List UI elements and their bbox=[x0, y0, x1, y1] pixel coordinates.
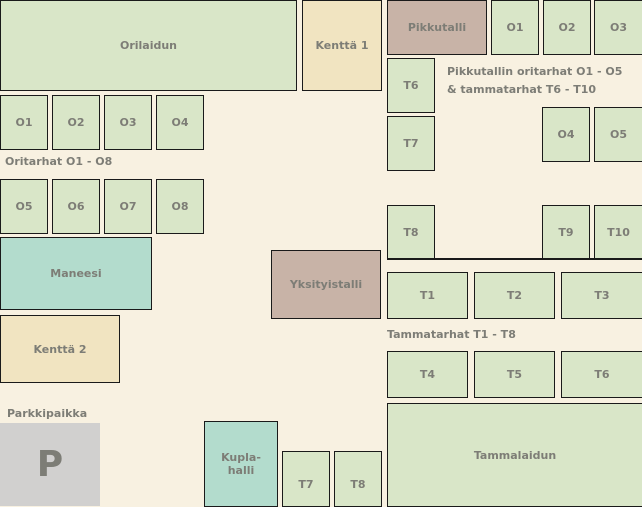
yksityistalli-stable[interactable]: Yksityistalli bbox=[271, 250, 381, 319]
label: Kenttä 1 bbox=[315, 39, 369, 52]
tamma-paddock-t7-bottom[interactable]: T7 bbox=[282, 451, 330, 507]
pikku-paddock-o4[interactable]: O4 bbox=[542, 107, 590, 162]
label: Maneesi bbox=[50, 267, 102, 280]
ori-paddock-o2[interactable]: O2 bbox=[52, 95, 100, 150]
parking-icon: P bbox=[36, 444, 64, 485]
label: Pikkutalli bbox=[407, 21, 467, 34]
pikkutalli-paddocks-label-1: Pikkutallin oritarhat O1 - O5 bbox=[447, 65, 623, 78]
pikku-paddock-o1[interactable]: O1 bbox=[491, 0, 539, 55]
fence-line bbox=[387, 258, 642, 260]
maneesi-hall[interactable]: Maneesi bbox=[0, 237, 152, 310]
label: Orilaidun bbox=[119, 39, 178, 52]
parkkipaikka-label: Parkkipaikka bbox=[7, 407, 88, 420]
tamma-paddock-t8-bottom[interactable]: T8 bbox=[334, 451, 382, 507]
tammatarhat-label: Tammatarhat T1 - T8 bbox=[387, 328, 516, 341]
tamma-paddock-t1[interactable]: T1 bbox=[387, 272, 468, 319]
tamma-paddock-t6[interactable]: T6 bbox=[561, 351, 642, 398]
kentta-2-field[interactable]: Kenttä 2 bbox=[0, 315, 120, 383]
oritarhat-label: Oritarhat O1 - O8 bbox=[5, 155, 113, 168]
kuplahalli-hall[interactable]: Kupla-halli bbox=[204, 421, 278, 507]
tamma-paddock-t5[interactable]: T5 bbox=[474, 351, 555, 398]
label: halli bbox=[227, 464, 255, 477]
pikku-paddock-t10[interactable]: T10 bbox=[594, 205, 642, 260]
pikku-paddock-o3[interactable]: O3 bbox=[594, 0, 642, 55]
label: Yksityistalli bbox=[289, 278, 363, 291]
pikku-paddock-t6[interactable]: T6 bbox=[387, 58, 435, 113]
ori-paddock-o6[interactable]: O6 bbox=[52, 179, 100, 234]
pikku-paddock-t7[interactable]: T7 bbox=[387, 116, 435, 171]
pikku-paddock-o5[interactable]: O5 bbox=[594, 107, 642, 162]
tamma-paddock-t2[interactable]: T2 bbox=[474, 272, 555, 319]
tamma-paddock-t3[interactable]: T3 bbox=[561, 272, 642, 319]
ori-paddock-o5[interactable]: O5 bbox=[0, 179, 48, 234]
label: Tammalaidun bbox=[473, 448, 557, 462]
ori-paddock-o7[interactable]: O7 bbox=[104, 179, 152, 234]
ori-paddock-o3[interactable]: O3 bbox=[104, 95, 152, 150]
ori-paddock-o4[interactable]: O4 bbox=[156, 95, 204, 150]
pikkutalli-paddocks-label-2: & tammatarhat T6 - T10 bbox=[447, 83, 597, 96]
pikkutalli-stable[interactable]: Pikkutalli bbox=[387, 0, 487, 55]
pikku-paddock-o2[interactable]: O2 bbox=[543, 0, 591, 55]
label: Kupla- bbox=[221, 451, 261, 464]
orilaidun-pasture[interactable]: Orilaidun bbox=[0, 0, 297, 91]
label: Kenttä 2 bbox=[33, 342, 87, 356]
kentta-1-field[interactable]: Kenttä 1 bbox=[302, 0, 382, 91]
ori-paddock-o8[interactable]: O8 bbox=[156, 179, 204, 234]
tammalaidun-pasture[interactable]: Tammalaidun bbox=[387, 403, 642, 507]
pikku-paddock-t8[interactable]: T8 bbox=[387, 205, 435, 260]
parking-area[interactable]: P bbox=[0, 423, 100, 506]
tamma-paddock-t4[interactable]: T4 bbox=[387, 351, 468, 398]
pikku-paddock-t9[interactable]: T9 bbox=[542, 205, 590, 260]
ori-paddock-o1[interactable]: O1 bbox=[0, 95, 48, 150]
